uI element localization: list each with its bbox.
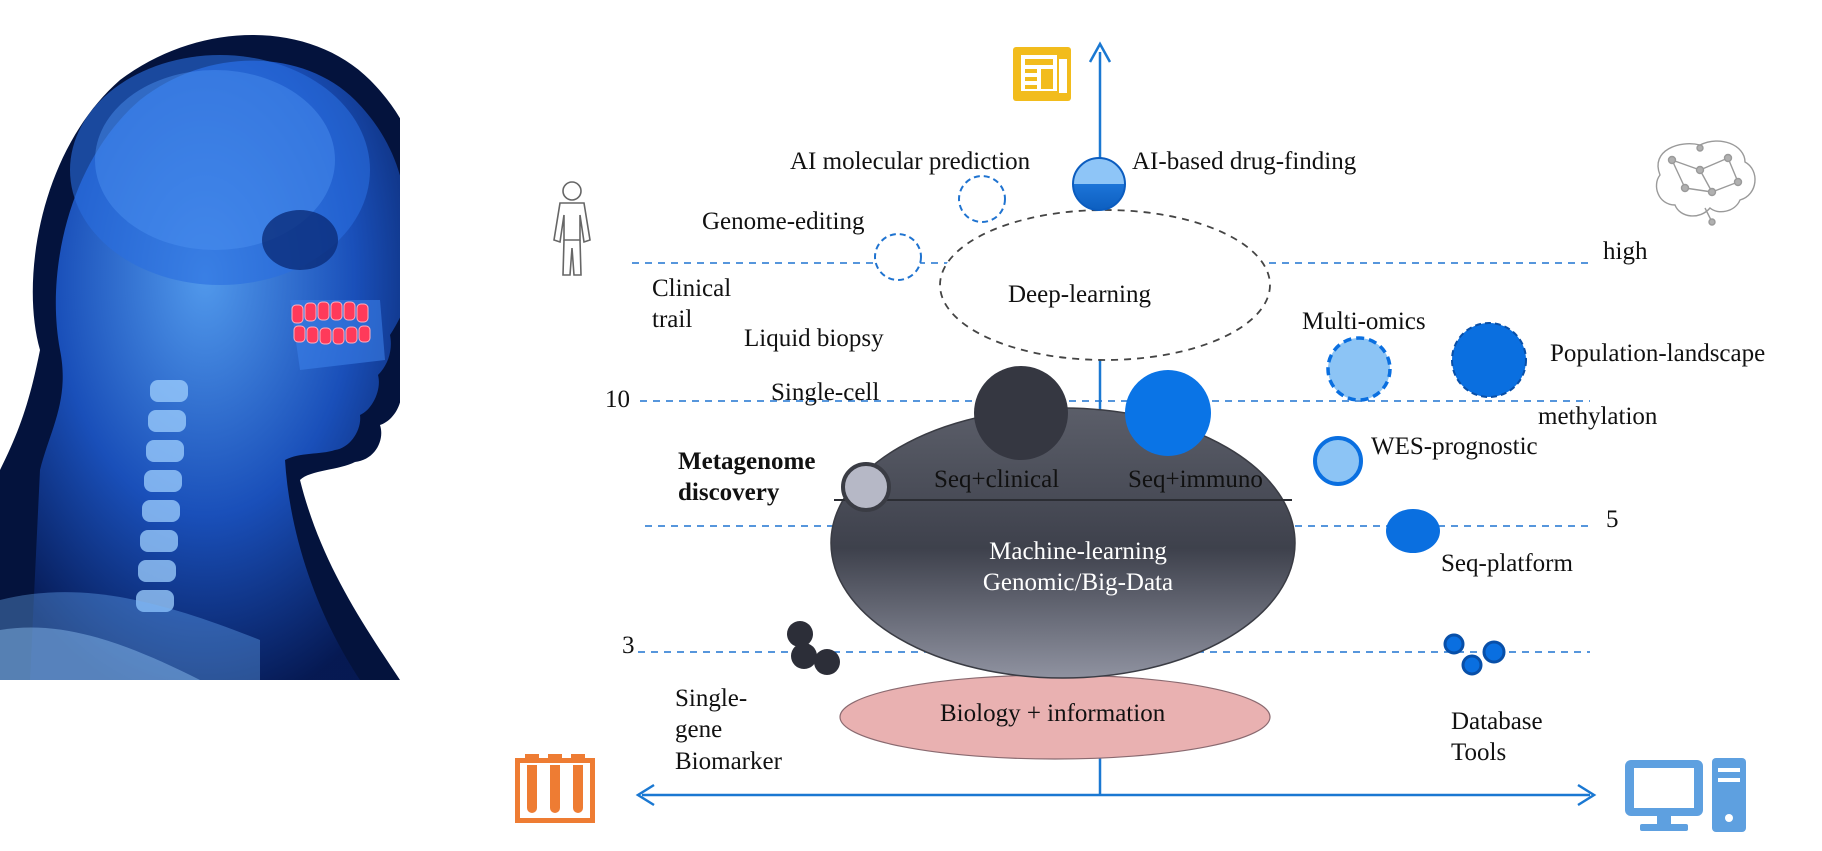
single-gene-dots — [787, 621, 840, 675]
xray-head-skull-icon — [0, 35, 400, 680]
label-clinical-trail: Clinical trail — [652, 275, 732, 334]
label-level-5: 5 — [1606, 506, 1619, 533]
metagenome-circle — [841, 462, 891, 512]
label-liquid-biopsy: Liquid biopsy — [744, 325, 884, 352]
label-genome-editing: Genome-editing — [702, 208, 865, 235]
seq-clinical-circle — [974, 366, 1068, 460]
vertical-axis-arrowhead — [1088, 41, 1112, 63]
brain-network-icon — [1655, 140, 1756, 226]
genome-editing-circle — [874, 233, 922, 281]
person-icon — [553, 181, 591, 276]
label-methylation: methylation — [1538, 403, 1658, 430]
computer-icon — [1625, 758, 1746, 832]
label-high: high — [1603, 238, 1648, 265]
label-database-tools: Database Tools — [1451, 708, 1543, 767]
label-level-10: 10 — [605, 386, 630, 413]
label-multi-omics: Multi-omics — [1302, 308, 1426, 335]
label-single-gene-biomarker: Single- gene Biomarker — [675, 685, 782, 775]
label-ai-drug-finding: AI-based drug-finding — [1132, 148, 1357, 175]
wes-prognostic-circle — [1313, 436, 1363, 486]
database-dots — [1443, 633, 1506, 676]
label-population-landscape: Population-landscape — [1550, 340, 1766, 367]
label-metagenome-discovery: Metagenome discovery — [678, 448, 816, 507]
label-level-3: 3 — [622, 632, 635, 659]
label-machine-learning-genomic-big-data: Machine-learning Genomic/Big-Data — [982, 538, 1174, 597]
multi-omics-circle — [1326, 336, 1392, 402]
test-tubes-icon — [515, 754, 595, 823]
horizontal-axis-left-arrowhead — [635, 783, 655, 807]
label-wes-prognostic: WES-prognostic — [1371, 433, 1538, 460]
label-deep-learning: Deep-learning — [1008, 281, 1151, 308]
ai-drug-circle — [1072, 157, 1126, 211]
label-ai-molecular-prediction: AI molecular prediction — [790, 148, 1031, 175]
label-single-cell: Single-cell — [771, 379, 880, 406]
horizontal-axis-right-arrowhead — [1577, 783, 1597, 807]
population-landscape-circle — [1451, 322, 1527, 398]
document-icon — [1013, 47, 1071, 101]
label-seq-platform: Seq-platform — [1441, 550, 1573, 577]
label-biology-information: Biology + information — [940, 700, 1166, 727]
label-seq-clinical: Seq+clinical — [934, 466, 1060, 493]
ai-molecular-circle — [958, 175, 1006, 223]
label-seq-immuno: Seq+immuno — [1128, 466, 1263, 493]
seq-platform-circle — [1386, 509, 1440, 553]
seq-immuno-circle — [1125, 370, 1211, 456]
